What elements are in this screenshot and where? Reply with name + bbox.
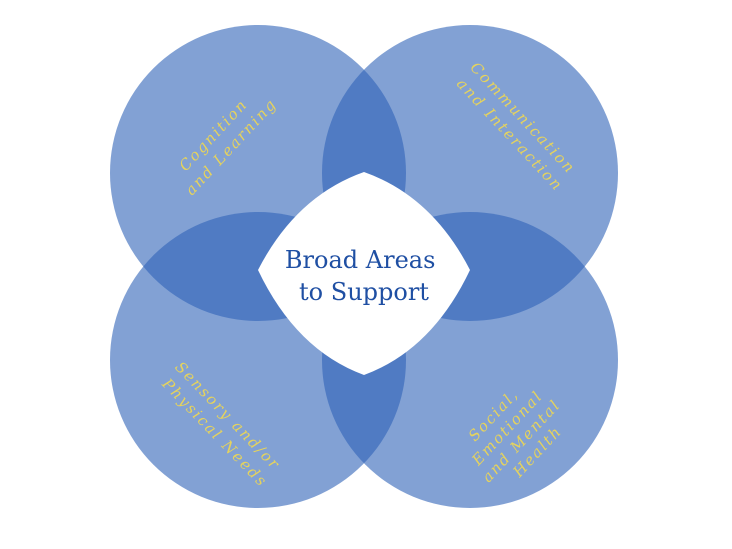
center-area: [258, 172, 470, 375]
center-title-line-2: to Support: [299, 278, 429, 306]
center-title-line-1: Broad Areas: [285, 246, 436, 274]
center-title: Broad Areas to Support: [285, 246, 443, 306]
